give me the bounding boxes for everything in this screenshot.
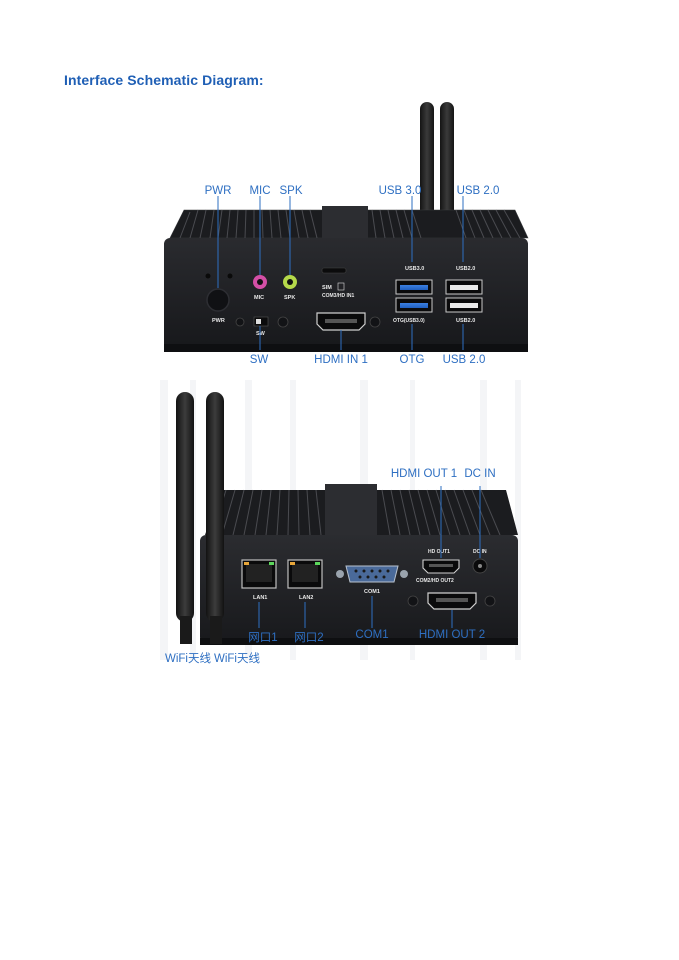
callout-hdmi-out1: HDMI OUT 1 [390,468,458,480]
com1-port [336,565,408,583]
spk-jack [283,275,297,289]
wifi-antenna-1 [176,392,194,644]
callout-usb30: USB 3.0 [378,185,422,197]
panel-label-com2-hd-out2: COM2/HD OUT2 [416,578,454,584]
front-view-figure: PWR MIC SPK SIM COM3/HD IN1 SW USB3.0 [150,100,540,370]
usb30-ports [395,279,433,313]
panel-label-usb20-bottom: USB2.0 [456,318,475,324]
callout-spk: SPK [279,185,303,197]
callout-usb20-top: USB 2.0 [456,185,500,197]
hdmi-out2-port [427,592,477,610]
panel-label-spk: SPK [284,295,295,301]
mic-jack [253,275,267,289]
panel-label-hd-out1: HD OUT1 [428,549,450,555]
callout-mic: MIC [249,185,271,197]
callout-lan1: 网口1 [248,632,278,644]
page-heading: Interface Schematic Diagram: [64,72,264,88]
panel-label-sw: SW [256,331,266,337]
callout-hdmi-out2: HDMI OUT 2 [418,629,486,641]
callout-wifi-antenna-1: WiFi天线 [165,653,211,665]
lan1-port [241,559,277,589]
callout-usb20-bottom: USB 2.0 [442,354,486,366]
front-antenna-left [420,102,434,217]
dc-in-jack [472,558,488,574]
panel-label-pwr: PWR [212,318,225,324]
rear-chassis [200,535,518,643]
rear-view-illustration: LAN1 LAN2 COM1 HD OUT1 COM2/HD OUT2 DC I… [150,380,540,670]
callout-wifi-antenna-2: WiFi天线 [214,653,260,665]
power-button [206,288,230,312]
panel-label-lan2: LAN2 [299,595,313,601]
callout-com1: COM1 [355,629,389,641]
panel-label-com1: COM1 [364,589,380,595]
sw-switch [253,316,269,327]
wifi-antenna-2 [206,392,224,644]
sim-slot-icon [321,267,347,274]
callout-dc-in: DC IN [464,468,496,480]
front-antenna-right [440,102,454,217]
lan2-port [287,559,323,589]
usb20-ports [445,279,483,313]
panel-label-usb30: USB3.0 [405,266,424,272]
panel-label-sim: SIM [322,285,332,291]
callout-pwr: PWR [204,185,232,197]
callout-sw: SW [249,354,269,366]
rear-view-figure: LAN1 LAN2 COM1 HD OUT1 COM2/HD OUT2 DC I… [150,380,540,670]
hdmi-out1-port [422,559,460,574]
callout-lan2: 网口2 [294,632,324,644]
front-view-illustration: PWR MIC SPK SIM COM3/HD IN1 SW USB3.0 [164,102,529,352]
panel-label-otg: OTG(USB3.0) [393,318,425,324]
panel-label-com3-hdin1: COM3/HD IN1 [322,293,354,299]
panel-label-usb20-top: USB2.0 [456,266,475,272]
panel-label-mic: MIC [254,295,264,301]
callout-hdmi-in1: HDMI IN 1 [314,354,368,366]
callout-otg: OTG [399,354,425,366]
hdmi-in1-port [316,312,366,331]
panel-label-lan1: LAN1 [253,595,267,601]
